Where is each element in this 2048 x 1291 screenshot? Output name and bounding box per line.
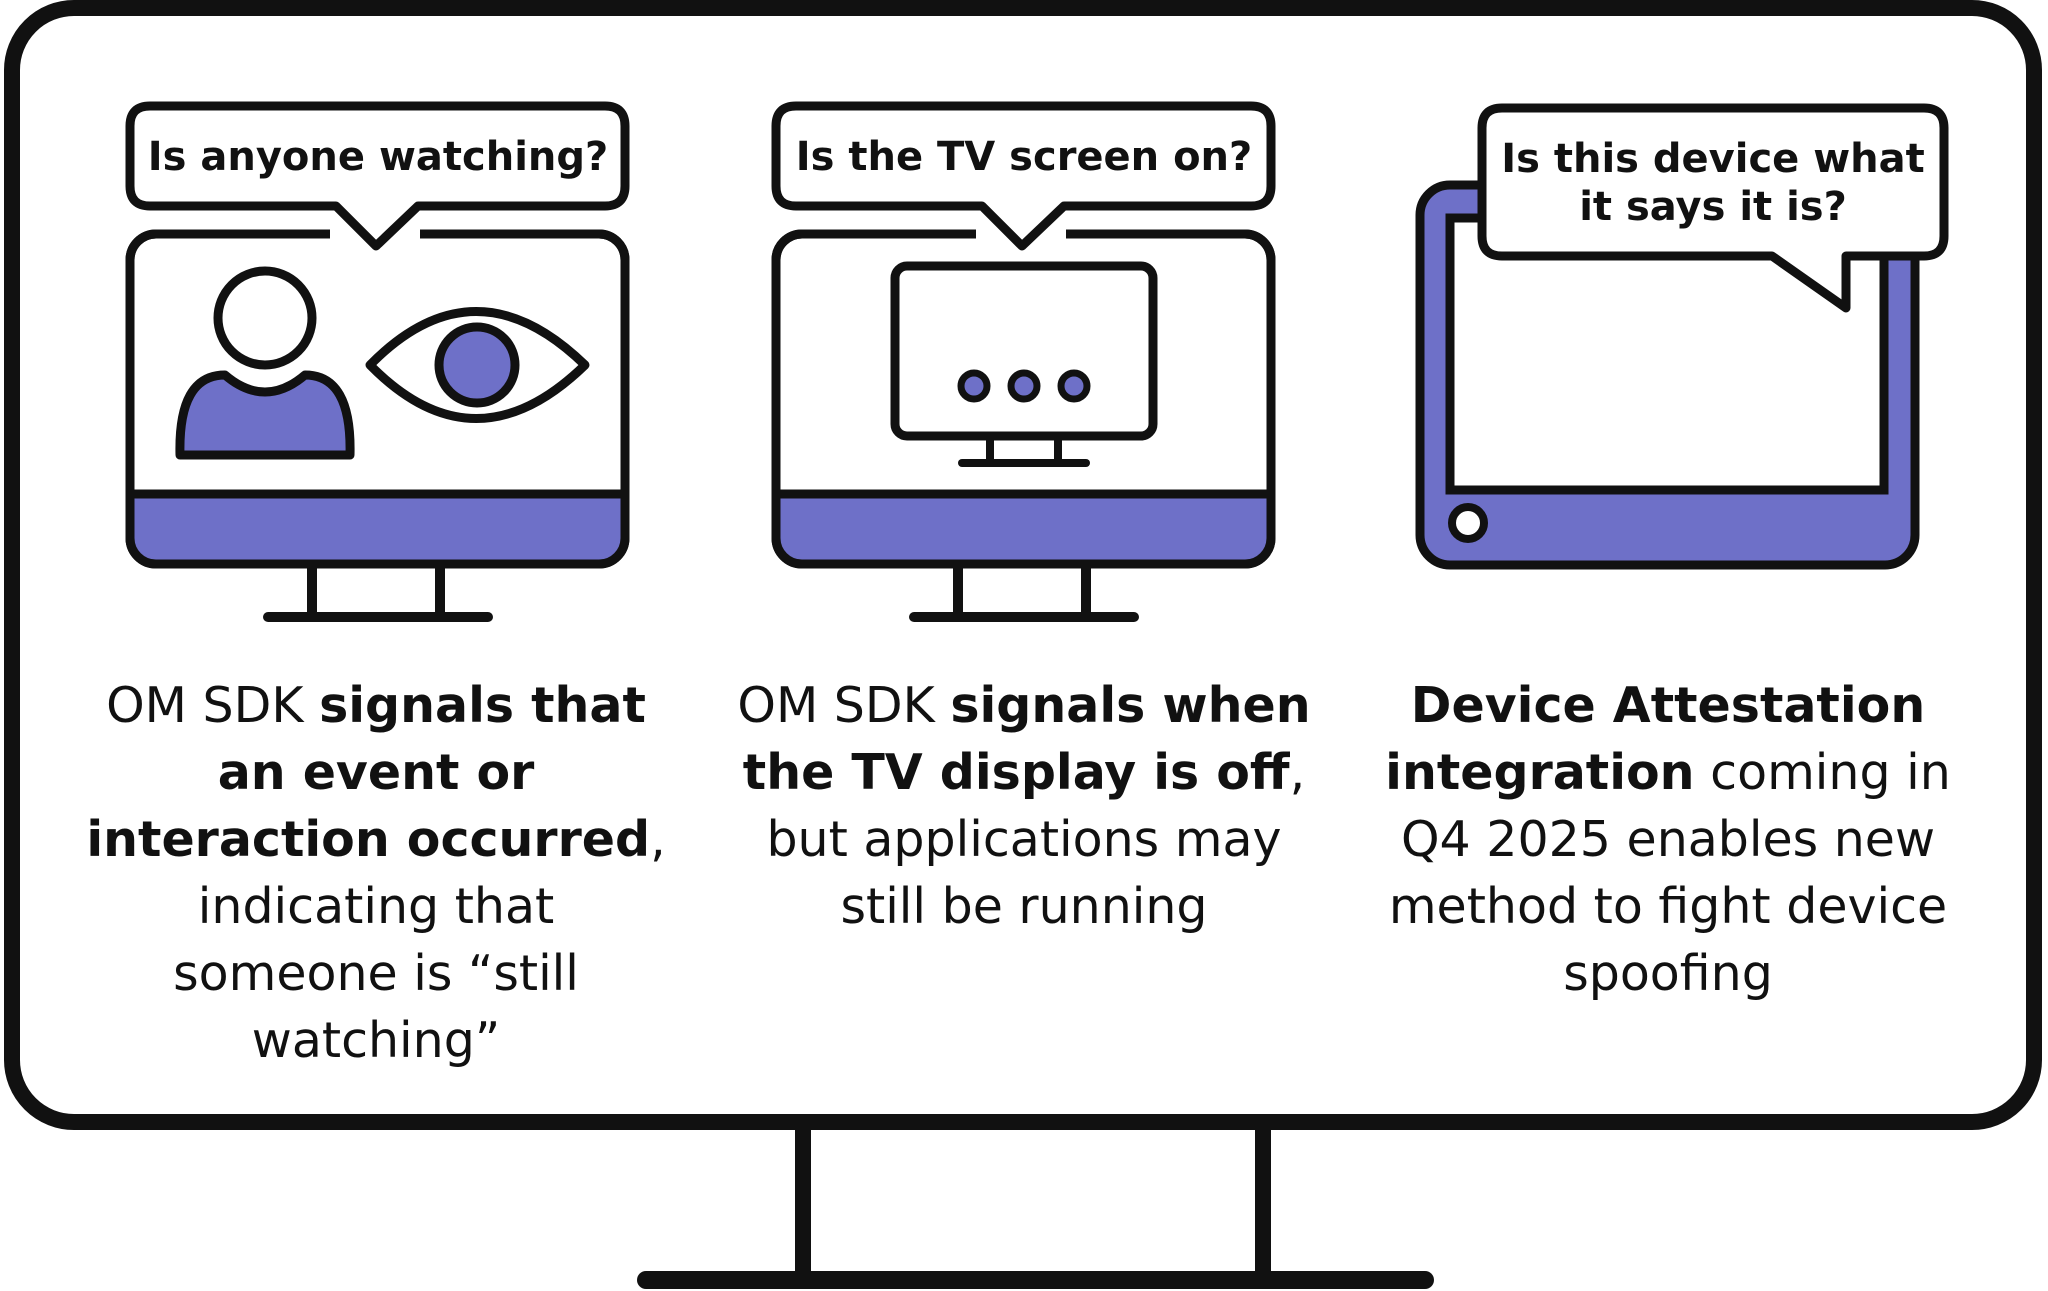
panel-2-caption-part-2: signals when the TV display is off — [742, 677, 1311, 801]
panel-2-question: Is the TV screen on? — [796, 134, 1253, 180]
panel-3-question-line-1: Is this device what — [1501, 136, 1925, 182]
panel-2-caption-part-1: OM SDK — [737, 677, 951, 734]
panel-1-caption-part-1: OM SDK — [106, 677, 320, 734]
panel-3-caption-part-2: coming in Q4 2025 enables new method to … — [1388, 744, 1951, 1002]
panel-3-caption: Device Attestation integration coming in… — [1378, 672, 1958, 1007]
panel-1-speech-bubble: Is anyone watching? — [125, 101, 630, 251]
panel-2-caption: OM SDK signals when the TV display is of… — [734, 672, 1314, 940]
eye-icon — [365, 307, 590, 423]
panel-1-caption: OM SDK signals that an event or interact… — [86, 672, 666, 1074]
panel-3-caption-part-1: Device Attestation integration — [1385, 677, 1926, 801]
panel-2-caption-part-3: , but applications may still be running — [766, 744, 1306, 935]
person-icon — [175, 266, 355, 460]
panel-3-speech-bubble: Is this device what it says it is? — [1477, 103, 1949, 313]
panel-1-question: Is anyone watching? — [148, 134, 608, 180]
panel-3-question-line-2: it says it is? — [1579, 184, 1847, 230]
panel-1-caption-part-3: , indicating that someone is “still watc… — [173, 811, 666, 1069]
panel-2-speech-bubble: Is the TV screen on? — [771, 101, 1276, 251]
panel-1-caption-part-2: signals that an event or interaction occ… — [86, 677, 651, 868]
tv-icon — [890, 261, 1158, 467]
